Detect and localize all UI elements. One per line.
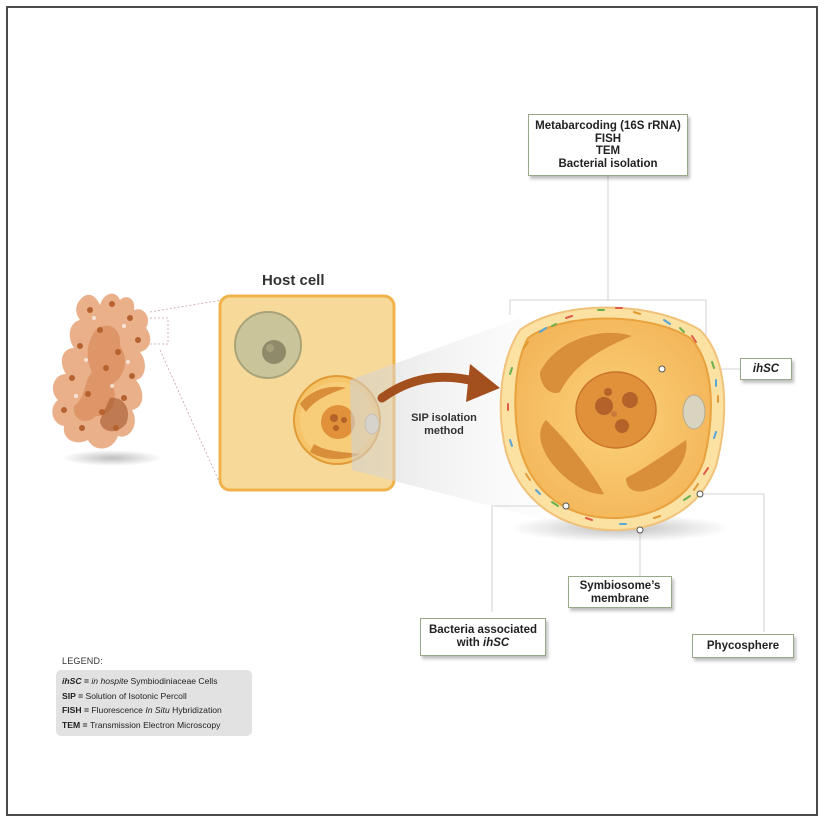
coral-icon — [52, 293, 162, 466]
legend-abbr: FISH — [62, 705, 82, 715]
bacteria-line-1: Bacteria associated — [428, 624, 538, 636]
legend-entry-sip: SIP = Solution of Isotonic Percoll — [62, 690, 187, 701]
legend-entry-fish: FISH = Fluorescence In Situ Hybridizatio… — [62, 705, 222, 715]
bacteria-ihsc: ihSC — [483, 636, 510, 649]
method-fish: FISH — [594, 132, 622, 145]
method-bacterial-isolation: Bacterial isolation — [558, 157, 658, 170]
legend: ihSC = in hospite Symbiodiniaceae Cells … — [56, 670, 252, 736]
legend-abbr: ihSC — [62, 676, 82, 686]
projection-lines — [145, 299, 223, 489]
bacteria-label: Bacteria associated with ihSC — [420, 618, 546, 656]
bacteria-with: with — [456, 636, 483, 649]
method-tem: TEM — [595, 145, 621, 157]
bacteria-line-2: with ihSC — [421, 637, 545, 650]
methods-label: Metabarcoding (16S rRNA) FISH TEM Bacter… — [528, 114, 688, 176]
sip-line-2: method — [424, 425, 464, 437]
legend-entry-tem: TEM = Transmission Electron Microscopy — [62, 719, 221, 730]
method-metabarcoding: Metabarcoding (16S rRNA) — [535, 120, 681, 132]
symbiosome-line-1: Symbiosome’s — [579, 580, 661, 592]
phycosphere-label: Phycosphere — [692, 634, 794, 658]
legend-title: LEGEND: — [62, 656, 103, 666]
legend-entry-ihsc: ihSC = in hospite Symbiodiniaceae Cells — [62, 676, 218, 686]
symbiodiniaceae-cell-icon — [499, 306, 730, 542]
host-cell-title: Host cell — [262, 272, 325, 289]
sip-line-1: SIP isolation — [411, 412, 477, 424]
zoom-beam — [350, 318, 545, 520]
sip-isolation-label: SIP isolation method — [404, 412, 484, 438]
legend-abbr: TEM — [62, 719, 81, 730]
symbiosome-line-2: membrane — [590, 592, 650, 605]
symbiosome-label: Symbiosome’s membrane — [568, 576, 672, 608]
legend-abbr: SIP — [62, 690, 76, 701]
phycosphere-text: Phycosphere — [706, 640, 780, 652]
arrow-icon — [377, 364, 500, 403]
ihsc-label: ihSC — [740, 358, 792, 380]
ihsc-text: ihSC — [752, 363, 780, 375]
